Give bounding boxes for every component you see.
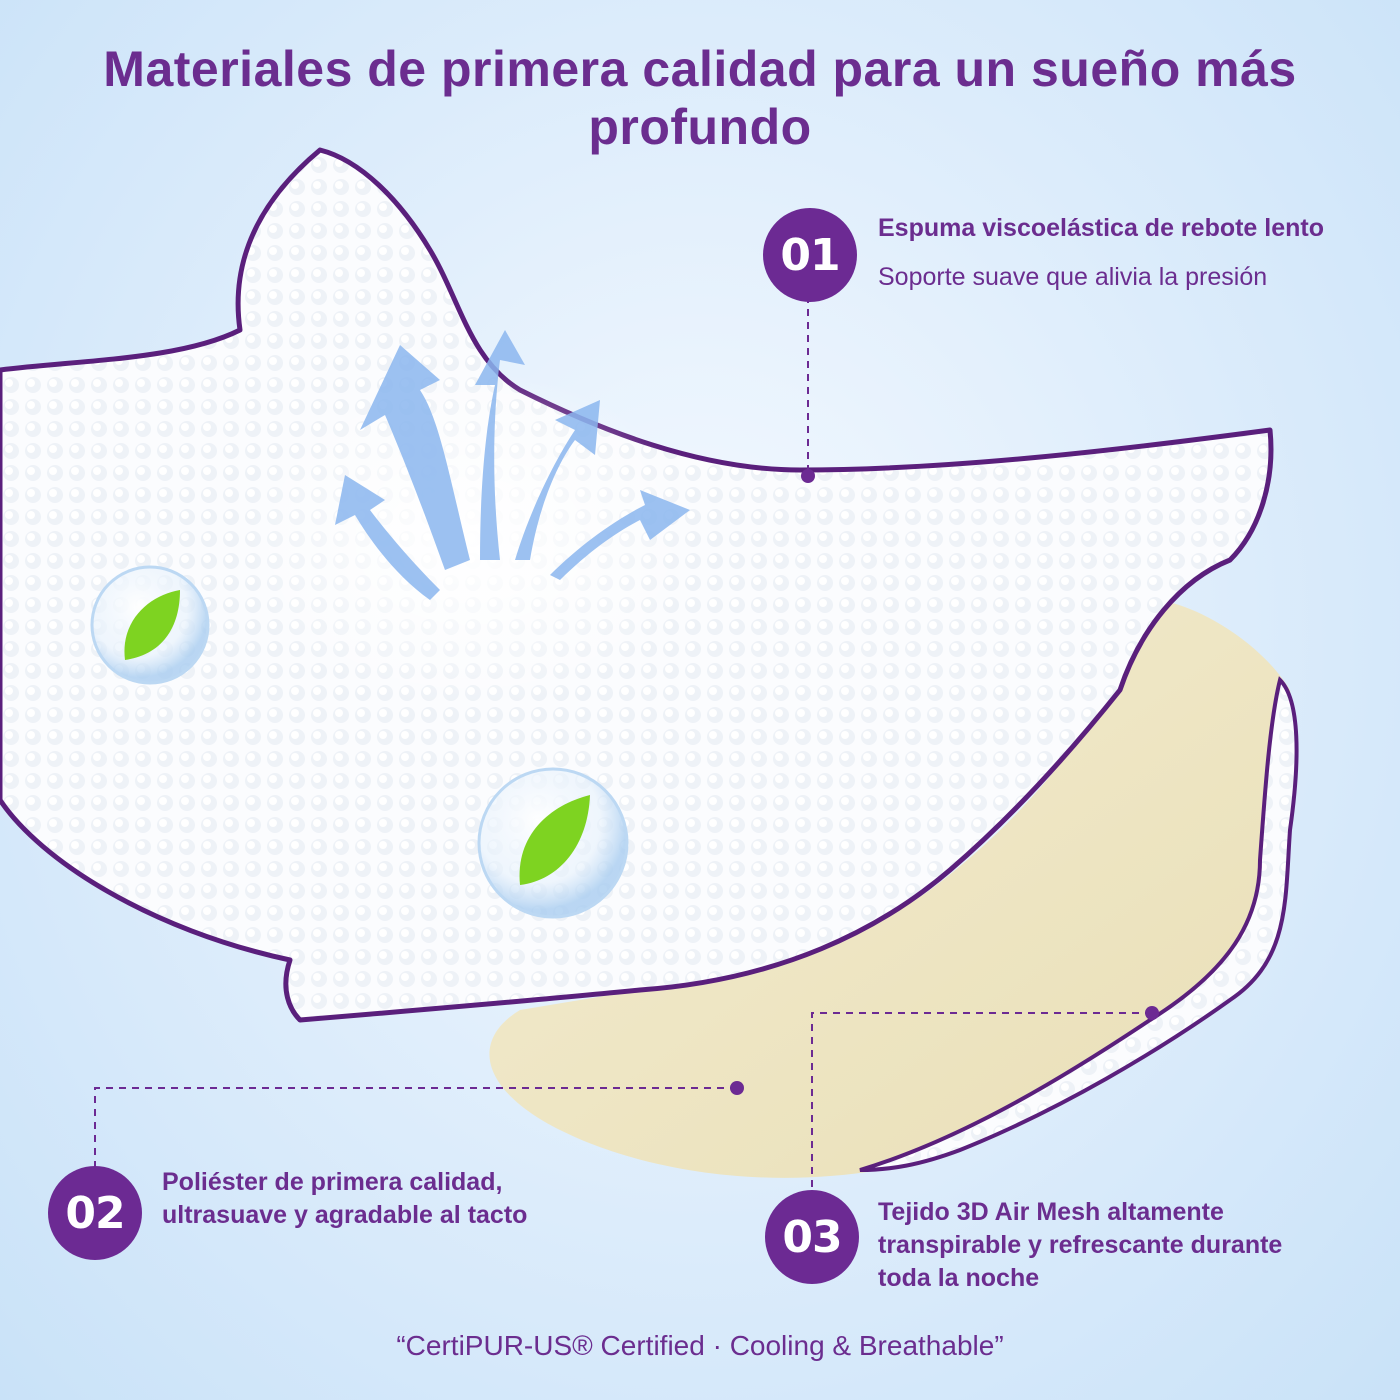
leader-dots (730, 469, 1159, 1095)
feature-badge-02: 02 (48, 1166, 142, 1260)
page-title: Materiales de primera calidad para un su… (103, 41, 1297, 155)
leader-lines (94, 296, 1150, 1200)
feature-02-line-2: ultrasuave y agradable al tacto (162, 1201, 528, 1229)
certification-footer: “CertiPUR-US® Certified · Cooling & Brea… (396, 1330, 1004, 1361)
feature-badge-03: 03 (765, 1190, 859, 1284)
feature-text-01: Espuma viscoelástica de rebote lento Sop… (878, 212, 1324, 294)
feature-01-line-1: Espuma viscoelástica de rebote lento (878, 214, 1324, 242)
pillow-main (0, 147, 1274, 1023)
leaf-bubble-2 (477, 767, 629, 919)
feature-01-line-2: Soporte suave que alivia la presión (878, 263, 1268, 291)
feature-text-02: Poliéster de primera calidad, ultrasuave… (162, 1166, 527, 1232)
feature-badge-01: 01 (763, 208, 857, 302)
leaf-bubble-1 (90, 565, 210, 685)
feature-text-03: Tejido 3D Air Mesh altamente transpirabl… (878, 1196, 1282, 1295)
feature-03-line-3: toda la noche (878, 1264, 1040, 1292)
feature-02-line-1: Poliéster de primera calidad, (162, 1168, 503, 1196)
feature-03-line-1: Tejido 3D Air Mesh altamente (878, 1198, 1224, 1226)
pillow-lower-layer (489, 598, 1299, 1178)
airflow-arrows (335, 330, 690, 600)
feature-03-line-2: transpirable y refrescante durante (878, 1231, 1283, 1259)
